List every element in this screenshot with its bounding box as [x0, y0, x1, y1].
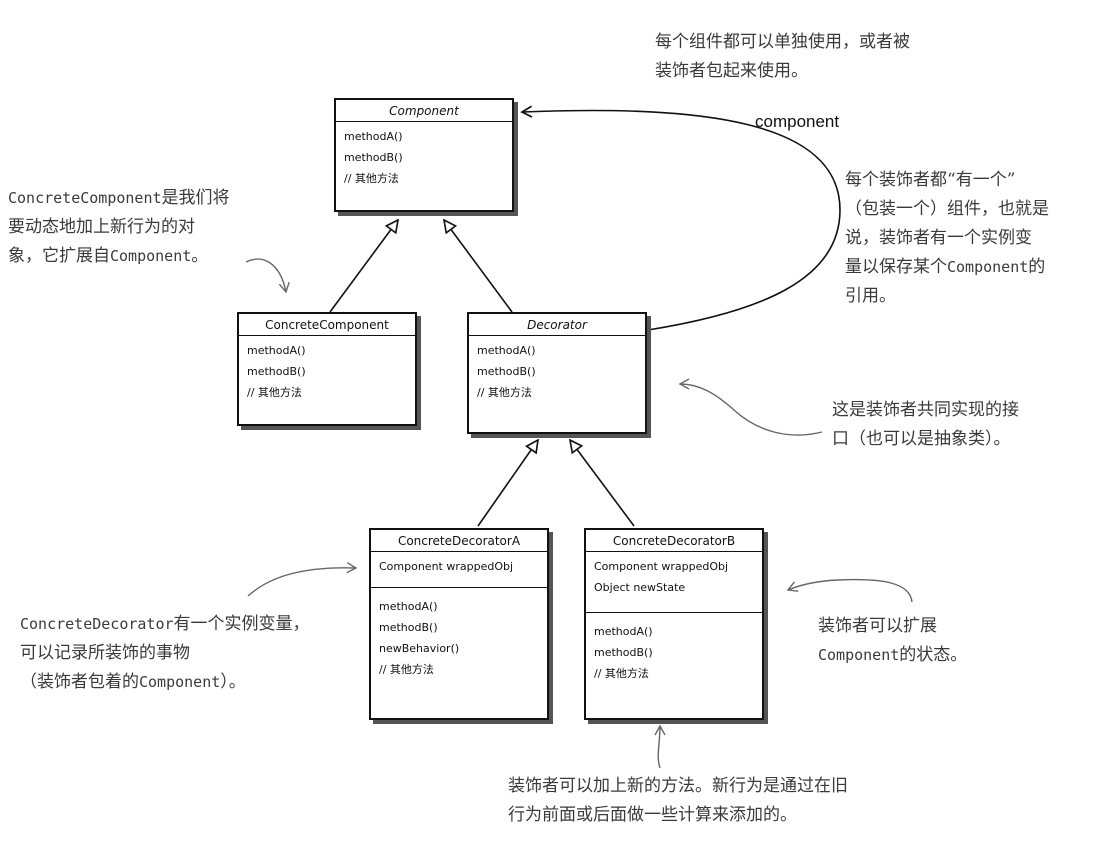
field: Object newState	[594, 581, 686, 594]
code-term: ConcreteComponent	[8, 189, 162, 207]
field: Component wrappedObj	[594, 560, 729, 573]
note-line: 口（也可以是抽象类）。	[832, 429, 1011, 449]
note-text: 量以保存某个	[845, 257, 947, 277]
method: // 其他方法	[477, 386, 532, 399]
method: methodA()	[477, 344, 536, 357]
method: methodB()	[594, 646, 653, 659]
note-line: ConcreteComponent是我们将	[8, 184, 230, 213]
note-text: 是我们将	[161, 188, 230, 208]
method: methodB()	[477, 365, 536, 378]
note-line: 象，它扩展自Component。	[8, 242, 230, 271]
class-concrete-component: ConcreteComponent methodA() methodB() //…	[237, 312, 417, 426]
note-arrow-concretedecorator	[247, 562, 358, 597]
note-text: 。	[191, 246, 209, 266]
class-name: Component	[336, 100, 512, 122]
note-line: 可以记录所装饰的事物	[20, 643, 190, 663]
note-line: 行为前面或后面做一些计算来添加的。	[508, 805, 797, 825]
note-text: ）。	[220, 672, 246, 692]
note-line: ConcreteDecorator有一个实例变量，	[20, 610, 310, 639]
method: // 其他方法	[247, 386, 302, 399]
class-name: ConcreteDecoratorB	[586, 530, 762, 552]
note-interface: 这是装饰者共同实现的接 口（也可以是抽象类）。	[832, 396, 1019, 454]
note-line: 装饰者包起来使用。	[655, 61, 808, 81]
note-text: 象，它扩展自	[8, 246, 110, 266]
method: methodB()	[247, 365, 306, 378]
method: newBehavior()	[379, 642, 460, 655]
inheritance-decorator-component	[444, 220, 513, 313]
note-line: 装饰者可以加上新的方法。新行为是通过在旧	[508, 776, 848, 796]
method: methodA()	[344, 130, 403, 143]
code-term: Component	[110, 247, 192, 265]
code-term: Component	[139, 673, 221, 691]
inheritance-concretedecoratorb-decorator	[570, 440, 635, 527]
class-component: Component methodA() methodB() // 其他方法	[334, 98, 514, 212]
class-decorator: Decorator methodA() methodB() // 其他方法	[467, 312, 647, 434]
note-has-a: 每个装饰者都“有一个” （包装一个）组件，也就是 说，装饰者有一个实例变 量以保…	[845, 166, 1049, 311]
class-name: Decorator	[469, 314, 645, 336]
method: // 其他方法	[379, 663, 434, 676]
note-line: （装饰者包着的Component）。	[20, 668, 310, 697]
inheritance-concretedecoratora-decorator	[477, 440, 538, 527]
field: Component wrappedObj	[379, 560, 514, 573]
note-text: 有一个实例变量，	[173, 614, 310, 634]
note-arrow-concretecomponent	[245, 258, 290, 294]
note-line: 要动态地加上新行为的对	[8, 217, 195, 237]
note-top: 每个组件都可以单独使用，或者被 装饰者包起来使用。	[655, 28, 910, 86]
note-concrete-component: ConcreteComponent是我们将 要动态地加上新行为的对 象，它扩展自…	[8, 184, 230, 271]
note-line: Component的状态。	[818, 641, 967, 670]
method: methodA()	[247, 344, 306, 357]
note-line: 量以保存某个Component的	[845, 253, 1049, 282]
note-concrete-decorator: ConcreteDecorator有一个实例变量， 可以记录所装饰的事物 （装饰…	[20, 610, 310, 697]
note-line: 引用。	[845, 286, 896, 306]
note-arrow-interface	[678, 378, 823, 436]
method: // 其他方法	[594, 667, 649, 680]
note-text: 的	[1028, 257, 1046, 277]
note-line: 每个装饰者都“有一个”	[845, 170, 1016, 190]
inheritance-concretecomponent-component	[329, 220, 398, 313]
class-concrete-decorator-b: ConcreteDecoratorB Component wrappedObj …	[584, 528, 764, 720]
association-decorator-component	[520, 105, 841, 331]
code-term: ConcreteDecorator	[20, 615, 174, 633]
note-arrow-extend-state	[786, 578, 913, 603]
note-text: （装饰者包着的	[20, 672, 139, 692]
class-name: ConcreteDecoratorA	[371, 530, 547, 552]
note-line: 这是装饰者共同实现的接	[832, 400, 1019, 420]
note-new-methods: 装饰者可以加上新的方法。新行为是通过在旧 行为前面或后面做一些计算来添加的。	[508, 772, 848, 830]
method: methodB()	[344, 151, 403, 164]
note-line: 装饰者可以扩展	[818, 616, 937, 636]
class-name: ConcreteComponent	[239, 314, 415, 336]
method: methodA()	[379, 600, 438, 613]
note-line: 每个组件都可以单独使用，或者被	[655, 32, 910, 52]
method: methodA()	[594, 625, 653, 638]
association-label: component	[755, 112, 840, 131]
note-extend-state: 装饰者可以扩展 Component的状态。	[818, 612, 967, 670]
code-term: Component	[818, 646, 900, 664]
method: methodB()	[379, 621, 438, 634]
method: // 其他方法	[344, 172, 399, 185]
note-text: 的状态。	[899, 645, 968, 665]
class-concrete-decorator-a: ConcreteDecoratorA Component wrappedObj …	[369, 528, 549, 720]
code-term: Component	[947, 258, 1029, 276]
note-line: （包装一个）组件，也就是	[845, 199, 1049, 219]
note-line: 说，装饰者有一个实例变	[845, 228, 1032, 248]
note-arrow-new-methods	[654, 724, 666, 769]
